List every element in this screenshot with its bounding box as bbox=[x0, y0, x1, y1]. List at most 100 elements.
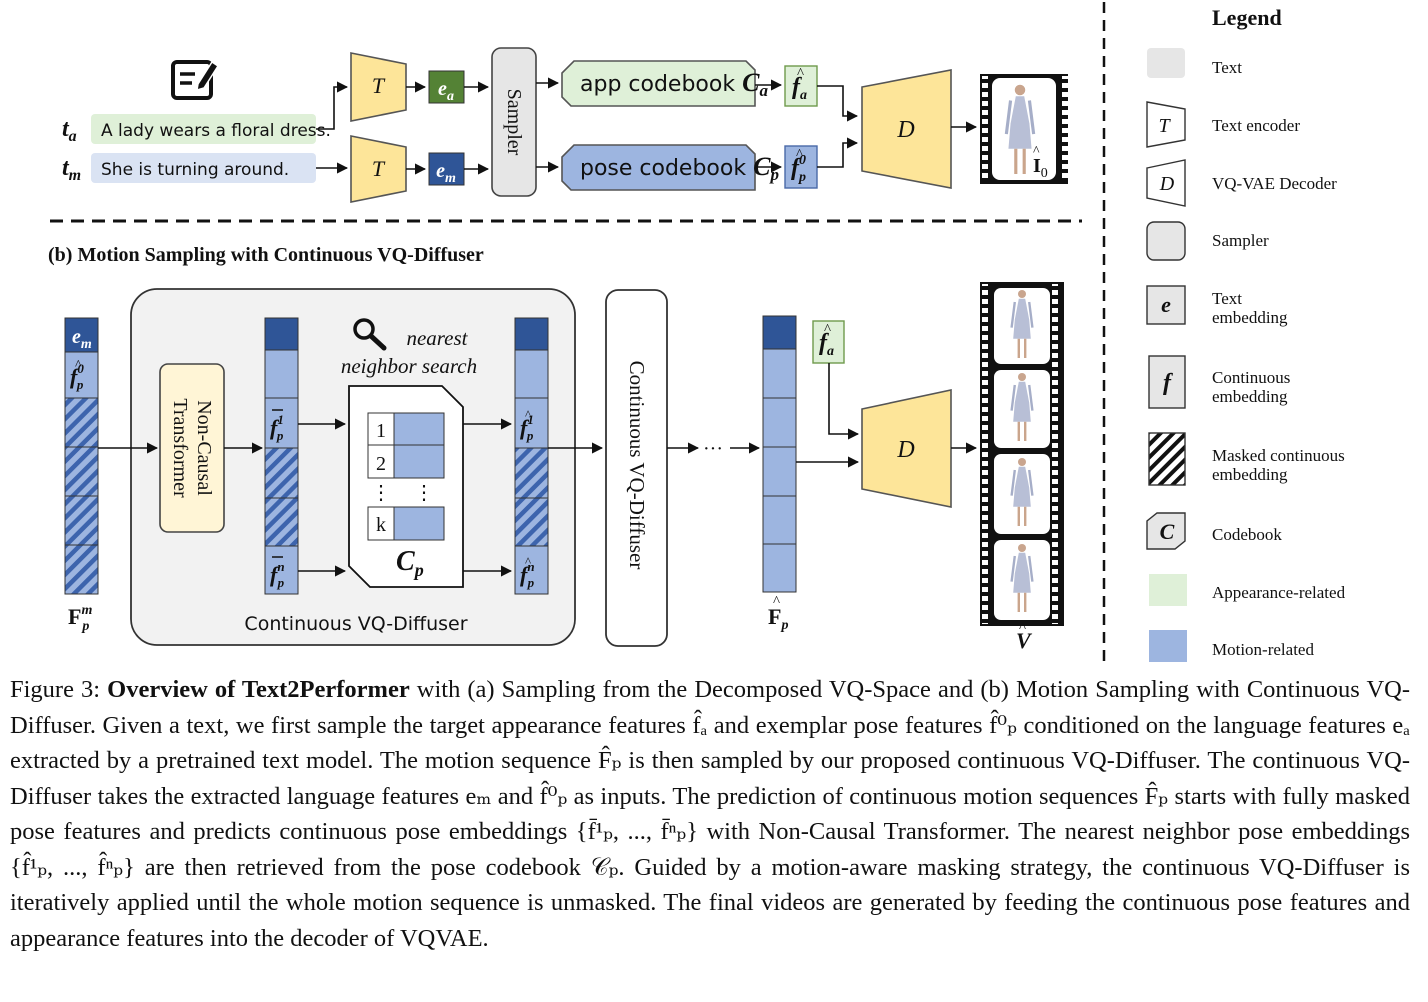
svg-text:T: T bbox=[372, 156, 386, 181]
legend-continuous-embedding-symbol: f bbox=[1148, 355, 1186, 409]
svg-text:I0: I0 bbox=[1033, 155, 1048, 181]
framework-diagram: ta tm A lady wears a floral dress. She i… bbox=[48, 2, 1346, 662]
app-codebook: app codebook Ca bbox=[561, 60, 768, 107]
em-embedding: em bbox=[428, 152, 465, 186]
caption-figure-number: Figure 3: bbox=[10, 676, 108, 703]
nn-search-label-1: nearest bbox=[406, 326, 468, 350]
svg-text:^: ^ bbox=[525, 554, 531, 569]
motion-text: She is turning around. bbox=[101, 160, 289, 180]
svg-text:C: C bbox=[1160, 519, 1175, 544]
legend-title: Legend bbox=[1212, 5, 1282, 30]
pose-codebook-lookup: 1 2 ⋮ ⋮ k Cp bbox=[348, 385, 464, 588]
legend-text-swatch bbox=[1147, 48, 1185, 78]
part-b-title: (b) Motion Sampling with Continuous VQ-D… bbox=[48, 244, 484, 266]
decoder-a: D bbox=[861, 69, 952, 189]
svg-text:f0p: f0p bbox=[791, 153, 806, 185]
non-causal-transformer: Non-CausalTransformer bbox=[159, 363, 225, 533]
fa-feature: fa ^ bbox=[784, 65, 818, 107]
svg-text:em: em bbox=[436, 160, 456, 186]
svg-text:D: D bbox=[896, 117, 914, 143]
nn-search-label-2: neighbor search bbox=[341, 354, 477, 378]
svg-text:T: T bbox=[372, 73, 386, 98]
magnifier-icon bbox=[353, 318, 387, 351]
svg-text:fnp: fnp bbox=[270, 559, 285, 590]
appearance-text-box bbox=[91, 114, 316, 144]
decoder-b: D bbox=[861, 389, 952, 508]
legend-sampler-symbol bbox=[1146, 221, 1186, 261]
caption-body: with (a) Sampling from the Decomposed VQ… bbox=[10, 676, 1410, 952]
svg-text:ea: ea bbox=[438, 78, 454, 104]
svg-text:k: k bbox=[376, 514, 386, 536]
final-sequence-label: Fp bbox=[768, 604, 788, 633]
panel-label: Continuous VQ-Diffuser bbox=[244, 613, 467, 635]
svg-text:pose codebook Cp: pose codebook Cp bbox=[580, 152, 779, 184]
svg-text:f0p: f0p bbox=[70, 361, 84, 392]
legend-encoder-label: Text encoder bbox=[1212, 116, 1300, 135]
pose-codebook: pose codebook Cp bbox=[561, 144, 779, 191]
caption-title: Overview of Text2Performer bbox=[107, 676, 410, 703]
ea-embedding: ea bbox=[428, 70, 465, 104]
svg-text:Sampler: Sampler bbox=[503, 89, 525, 156]
legend-text-label: Text bbox=[1212, 58, 1242, 77]
svg-text:fa: fa bbox=[819, 330, 834, 359]
text-encoder-appearance: T bbox=[350, 52, 407, 122]
svg-text:e: e bbox=[1161, 292, 1171, 317]
fa-feature-b: fa ^ bbox=[812, 320, 845, 364]
svg-text:⋮: ⋮ bbox=[414, 482, 434, 504]
svg-text:⋮: ⋮ bbox=[371, 482, 391, 504]
svg-text:T: T bbox=[1158, 115, 1171, 137]
svg-text:app codebook Ca: app codebook Ca bbox=[580, 68, 768, 100]
text-encoder-motion: T bbox=[350, 135, 407, 203]
legend-appearance-swatch bbox=[1149, 574, 1187, 606]
svg-text:^: ^ bbox=[796, 147, 803, 163]
legend-masked-symbol bbox=[1148, 432, 1186, 486]
ta-label: ta bbox=[62, 116, 77, 145]
svg-text:f1p: f1p bbox=[520, 412, 534, 443]
svg-text:^: ^ bbox=[1033, 144, 1040, 159]
output-frame-a: I0 ^ bbox=[980, 74, 1068, 184]
motion-text-box bbox=[91, 153, 316, 183]
legend-decoder-label: VQ-VAE Decoder bbox=[1212, 174, 1337, 193]
output-video-label: V bbox=[1016, 628, 1033, 653]
svg-text:Cp: Cp bbox=[396, 546, 424, 580]
vq-diffuser-iteration: Continuous VQ-Diffuser bbox=[605, 289, 668, 647]
final-motion-sequence bbox=[762, 315, 797, 593]
tm-label: tm bbox=[62, 155, 81, 184]
legend-codebook-symbol: C bbox=[1146, 512, 1186, 550]
svg-text:D: D bbox=[896, 437, 914, 463]
edit-note-icon bbox=[171, 60, 220, 100]
appearance-text: A lady wears a floral dress. bbox=[101, 121, 331, 141]
svg-text:D: D bbox=[1159, 173, 1175, 195]
svg-text:^: ^ bbox=[797, 66, 804, 82]
svg-text:Continuous VQ-Diffuser: Continuous VQ-Diffuser bbox=[625, 361, 649, 570]
legend-encoder-symbol: T bbox=[1146, 101, 1186, 148]
svg-text:f1p: f1p bbox=[270, 412, 284, 443]
legend-motion-label: Motion-related bbox=[1212, 640, 1314, 659]
svg-text:fnp: fnp bbox=[520, 559, 535, 590]
svg-text:f: f bbox=[1163, 370, 1173, 396]
svg-text:^: ^ bbox=[824, 322, 831, 338]
legend-motion-swatch bbox=[1149, 630, 1187, 662]
legend-sampler-label: Sampler bbox=[1212, 231, 1269, 250]
svg-text:1: 1 bbox=[376, 420, 386, 442]
legend-text-embedding-symbol: e bbox=[1146, 285, 1186, 325]
svg-text:^: ^ bbox=[1019, 620, 1026, 636]
svg-text:2: 2 bbox=[376, 453, 386, 475]
legend-decoder-symbol: D bbox=[1146, 159, 1186, 207]
svg-text:Non-CausalTransformer: Non-CausalTransformer bbox=[169, 398, 215, 498]
output-video-filmstrip bbox=[980, 282, 1064, 626]
svg-text:^: ^ bbox=[525, 407, 531, 422]
legend-codebook-label: Codebook bbox=[1212, 525, 1282, 544]
svg-text:fa: fa bbox=[792, 74, 807, 103]
iteration-ellipsis: ··· bbox=[703, 438, 723, 460]
sampler-box: Sampler bbox=[491, 47, 537, 197]
svg-text:em: em bbox=[72, 326, 92, 352]
